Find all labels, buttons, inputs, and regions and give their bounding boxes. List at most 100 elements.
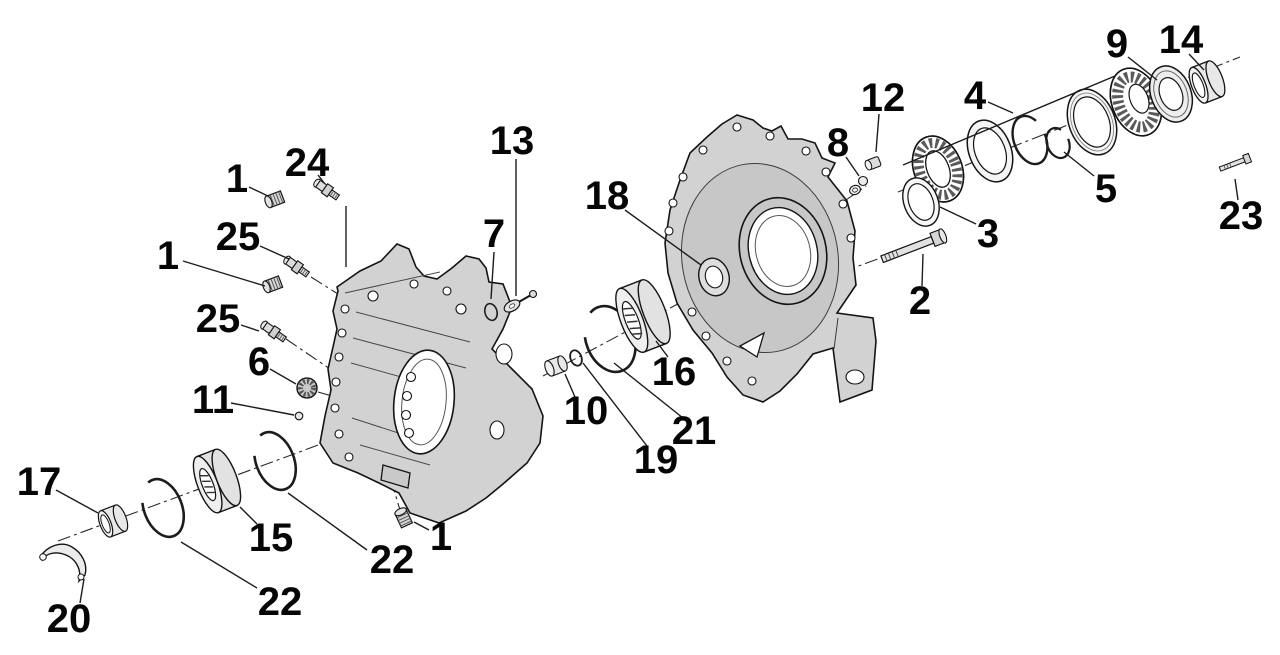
part-1-plug-top: [264, 190, 286, 209]
leader-1-0: [248, 186, 269, 197]
right-case-bracket-line: [833, 317, 839, 350]
centerline-1: [542, 290, 703, 377]
leader-18-9: [624, 209, 702, 266]
centerline-5: [310, 276, 339, 295]
leader-22-27: [287, 492, 368, 551]
part-2-bolt: [880, 228, 948, 264]
callout-9-13: 9: [1106, 22, 1128, 66]
leader-20-24: [79, 578, 85, 604]
leader-1-3: [182, 260, 266, 287]
part-11-ball: [294, 411, 304, 421]
part-9-seal-ring: [1148, 65, 1194, 123]
leader-12-10: [875, 113, 880, 153]
leader-17-23: [55, 489, 99, 514]
part-6-roller-insert: [296, 377, 318, 399]
left-case-rim-holes: [400, 371, 417, 439]
callout-23-16: 23: [1219, 194, 1264, 238]
callout-25-2: 25: [216, 215, 261, 259]
callout-11-6: 11: [192, 378, 234, 422]
callout-3-17: 3: [977, 212, 999, 256]
callout-24-1: 24: [285, 141, 330, 185]
callout-15-26: 15: [249, 516, 294, 560]
leader-25-4: [240, 324, 260, 332]
left-case-bottom-boss: [380, 464, 411, 489]
callout-1-0: 1: [226, 157, 248, 201]
part-5-snap-ring: [1045, 126, 1071, 160]
leader-22-25: [180, 541, 258, 589]
part-25-fitting-lower: [260, 320, 288, 343]
leader-10-22: [564, 373, 576, 398]
callout-10-22: 10: [564, 389, 609, 433]
callout-2-18: 2: [909, 279, 931, 323]
callout-12-10: 12: [861, 76, 906, 120]
callout-4-12: 4: [964, 74, 987, 118]
part-22-circlip-left: [140, 477, 186, 539]
part-4-bearing-cup: [1066, 88, 1118, 156]
part-1-plug-mid: [262, 275, 284, 294]
leader-2-18: [921, 253, 924, 287]
callout-17-23: 17: [17, 460, 62, 504]
leader-14-14: [1188, 53, 1205, 71]
part-1-plug-bottom: [394, 507, 414, 529]
callout-18-9: 18: [585, 174, 630, 218]
part-23-screw: [1218, 152, 1253, 172]
part-19-ring: [569, 349, 583, 367]
centerline-6: [285, 338, 334, 372]
part-3-shim-washer: [902, 177, 940, 227]
right-crankcase-half: [664, 114, 877, 404]
leader-6-5: [269, 368, 297, 385]
right-case-triangle-cutout: [738, 331, 766, 359]
part-20-strap: [39, 543, 87, 584]
part-14-spacer: [1188, 60, 1226, 104]
leader-4-12: [987, 101, 1014, 114]
part-13-valve: [503, 289, 538, 313]
leader-16-19: [655, 340, 669, 358]
callout-22-27: 22: [370, 538, 415, 582]
part-10-bushing: [544, 355, 568, 377]
leader-11-6: [230, 402, 295, 416]
leader-15-26: [239, 506, 258, 525]
part-12-plug: [864, 156, 882, 171]
leader-19-21: [582, 362, 648, 447]
callout-13-7: 13: [490, 119, 535, 163]
right-case-main-opening: [738, 196, 828, 306]
callout-5-15: 5: [1095, 167, 1117, 211]
part-4-race-ring: [966, 119, 1014, 183]
callout-1-3: 1: [157, 234, 179, 278]
part-18-bushing-boss: [697, 257, 731, 297]
needle-rollers: [199, 474, 215, 494]
callout-6-5: 6: [248, 340, 270, 384]
callout-19-21: 19: [634, 438, 679, 482]
part-15-needle-bearing: [192, 448, 242, 514]
right-case-flange-holes: [664, 122, 865, 386]
part-17-bushing: [97, 504, 129, 538]
main-bearing-stack: [902, 60, 1226, 227]
leader-25-2: [259, 245, 290, 260]
leader-3-17: [939, 206, 977, 225]
callout-25-4: 25: [196, 297, 241, 341]
leader-4-12: [902, 75, 1116, 166]
callout-14-14: 14: [1159, 18, 1204, 62]
callout-16-19: 16: [652, 350, 697, 394]
part-22-circlip-right: [252, 430, 298, 492]
callout-20-24: 20: [47, 597, 92, 641]
leader-5-15: [1063, 151, 1095, 177]
part-8-ball-washer: [849, 175, 869, 196]
leader-7-8: [490, 251, 495, 300]
callout-7-8: 7: [483, 212, 505, 256]
callout-8-11: 8: [827, 121, 849, 165]
needle-rollers: [622, 307, 643, 335]
leader-23-16: [1234, 178, 1239, 201]
leader-9-13: [1127, 56, 1158, 81]
part-7-oring: [484, 302, 498, 322]
part-16-needle-bearing: [615, 279, 671, 353]
callout-21-20: 21: [672, 409, 717, 453]
callout-1-28: 1: [430, 515, 452, 559]
leader-21-20: [613, 362, 684, 419]
leader-8-11: [845, 156, 860, 177]
leader-1-28: [413, 521, 430, 531]
left-case-bolt-holes: [330, 279, 513, 462]
